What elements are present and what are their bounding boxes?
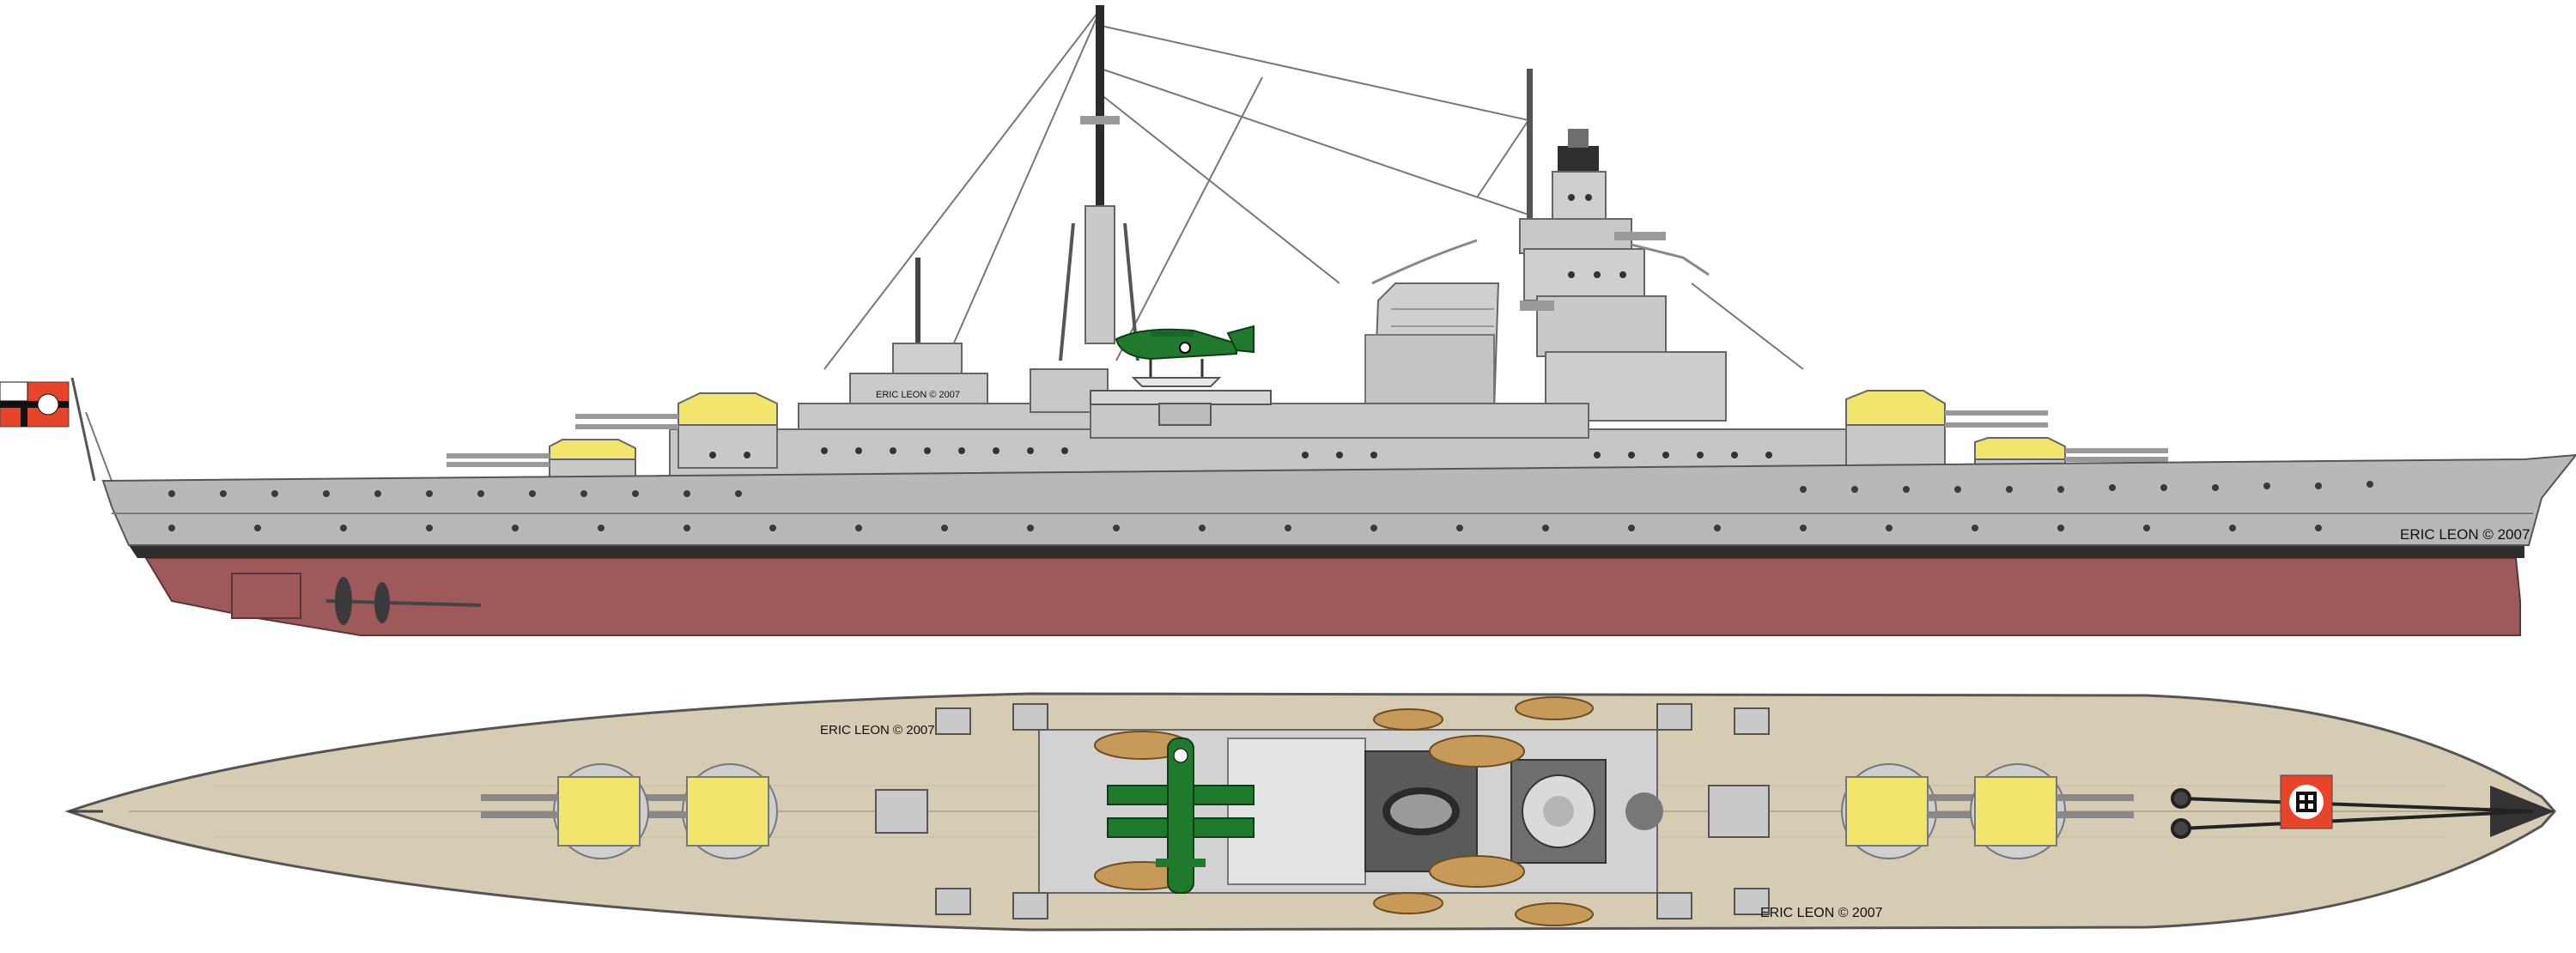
turret-dora-side [447, 439, 636, 482]
credit-side-stern: ERIC LEON © 2007 [876, 390, 960, 400]
credit-plan-top: ERIC LEON © 2007 [820, 723, 935, 738]
turret-anton-side [1845, 390, 2048, 469]
fore-mast [1527, 69, 1533, 258]
hull-underwater [144, 557, 2521, 636]
bridge-tower [1519, 129, 1727, 422]
rudder [231, 573, 301, 619]
main-mast [1059, 5, 1139, 361]
side-profile-view: ERIC LEON © 2007 ERIC LEON © 2007 [0, 5, 2576, 636]
secondary-gun-mounts [875, 703, 1770, 920]
turret-caesar-side [575, 392, 778, 469]
propeller-icon [325, 577, 482, 625]
turret-bruno-plan [1970, 763, 2134, 859]
aircraft-icon [1115, 325, 1255, 387]
aircraft-plan-icon [1107, 738, 1255, 894]
war-ensign-icon [0, 377, 96, 482]
aft-mast [915, 258, 920, 352]
turret-dora-plan [481, 763, 649, 859]
credit-side-bow: ERIC LEON © 2007 [2400, 526, 2530, 543]
plan-view: ERIC LEON © 2007 ERIC LEON © 2007 [64, 692, 2557, 932]
funnel-plan [1364, 750, 1478, 872]
credit-plan-bottom: ERIC LEON © 2007 [1760, 906, 1883, 920]
catapult [1090, 390, 1272, 426]
bridge-plan [1510, 759, 1663, 864]
superstructure-portholes [709, 447, 1772, 458]
air-recognition-flag-icon [2280, 774, 2333, 829]
turret-anton-plan [1841, 763, 2005, 859]
hull-boot-topping [129, 545, 2524, 558]
rigging [85, 8, 1804, 482]
catapult-deck-plan [1227, 738, 1366, 885]
funnel [1364, 239, 1500, 413]
hull-portholes [168, 481, 2373, 531]
anchor-chains [2171, 788, 2534, 839]
